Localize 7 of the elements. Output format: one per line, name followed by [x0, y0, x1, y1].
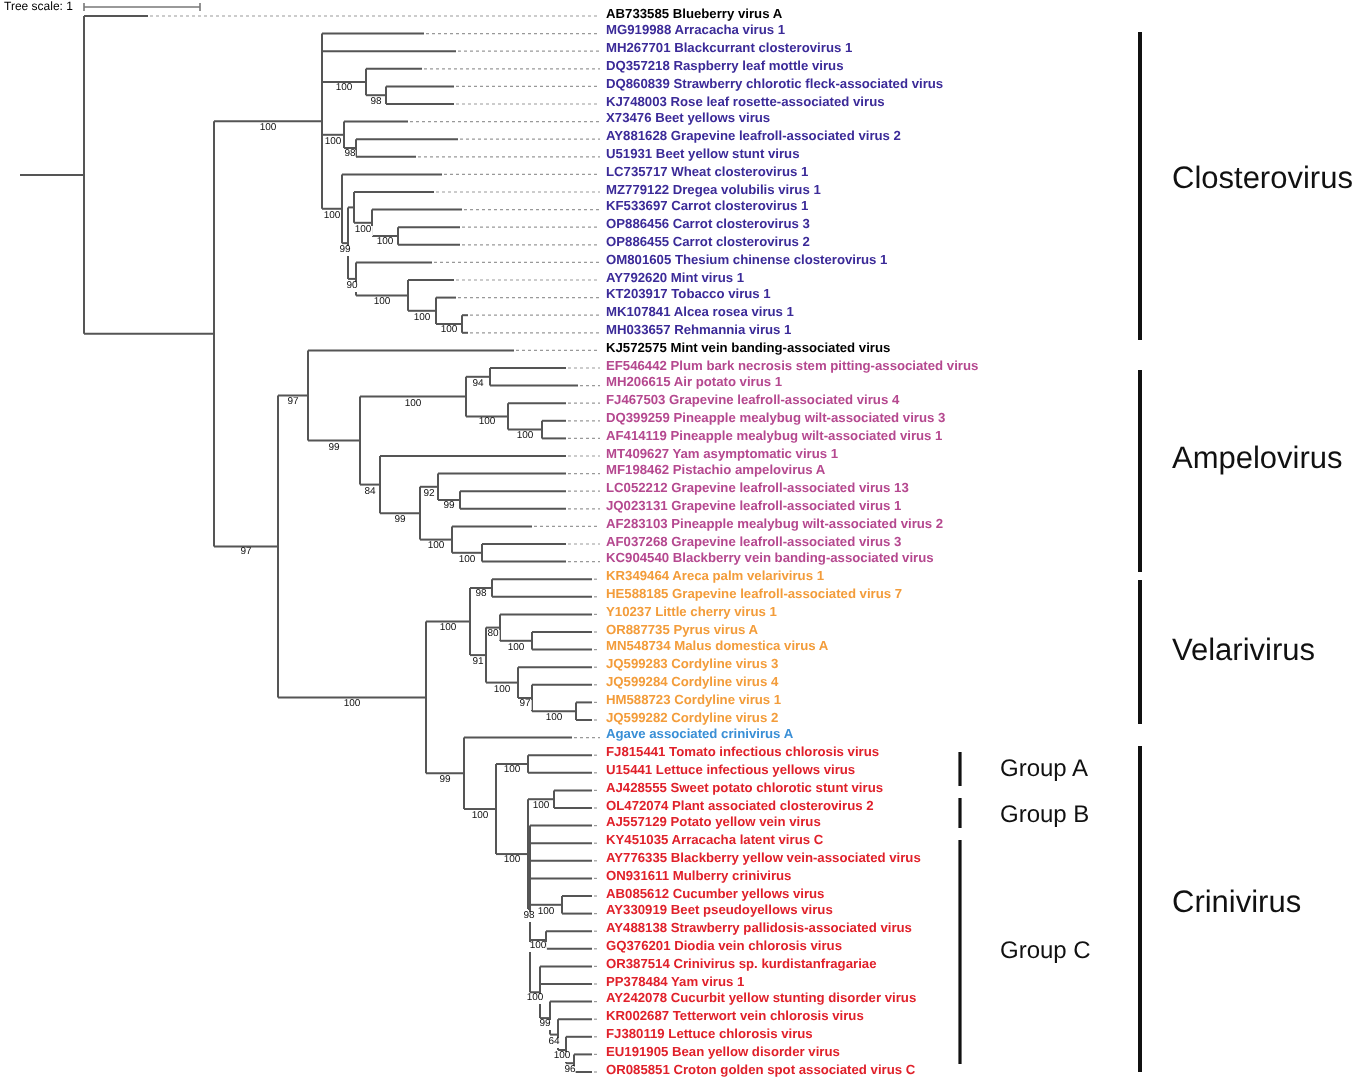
clade-label: Crinivirus — [1172, 888, 1302, 919]
group-label: Group B — [1000, 802, 1090, 826]
clade-label: Velarivirus — [1172, 636, 1315, 667]
clade-label: Ampelovirus — [1172, 444, 1343, 475]
group-label: Group A — [1000, 756, 1089, 780]
group-label: Group C — [1000, 938, 1091, 962]
clade-label: Closterovirus — [1172, 164, 1353, 195]
